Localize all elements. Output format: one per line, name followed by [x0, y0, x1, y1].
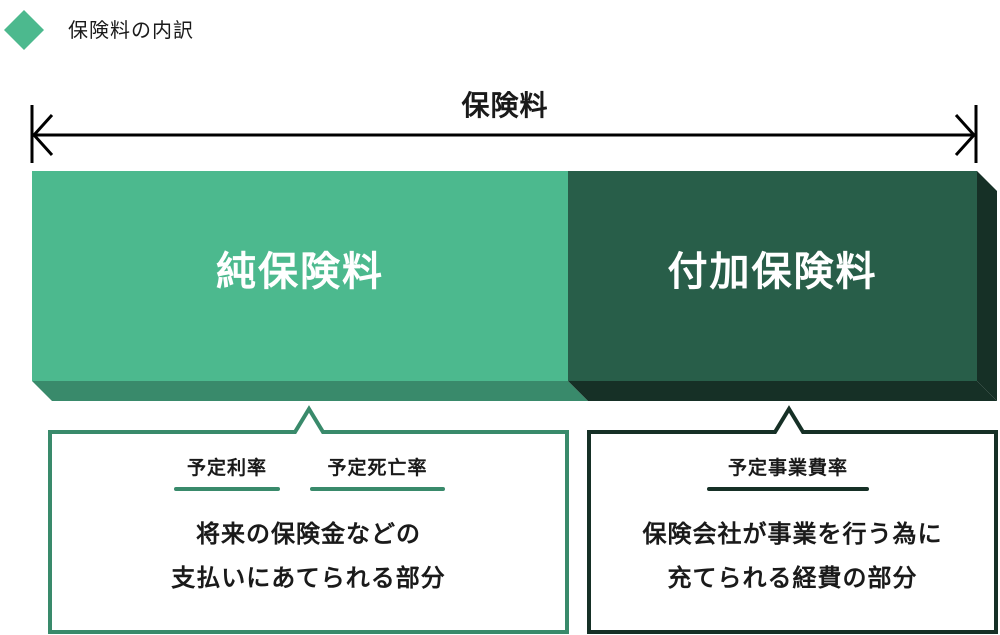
- premium-bar: [32, 171, 997, 401]
- tag-label: 予定利率: [186, 457, 267, 479]
- loading-premium-block: [568, 171, 977, 381]
- tag-label: 予定事業費率: [727, 457, 848, 479]
- left-callout-frame: [48, 405, 569, 634]
- tag-yotei-riritsu: 予定利率: [174, 455, 280, 491]
- right-callout-frame: [587, 405, 998, 634]
- callout-frames: [48, 405, 998, 634]
- pure-premium-block: [32, 171, 568, 381]
- span-label: 保険料: [461, 89, 549, 122]
- double-arrow-icon: [30, 105, 978, 163]
- right-callout: 予定事業費率 保険会社が事業を行う為に 充てられる経費の部分: [589, 432, 996, 632]
- pure-premium-bevel: [32, 381, 588, 401]
- diamond-icon: [4, 10, 44, 50]
- left-callout: 予定利率 予定死亡率 将来の保険金などの 支払いにあてられる部分: [50, 432, 567, 632]
- desc-line: 保険会社が事業を行う為に: [642, 520, 943, 548]
- tag-label: 予定死亡率: [327, 457, 428, 479]
- loading-premium-label: 付加保険料: [667, 249, 878, 295]
- tag-yotei-jigyohiritsu: 予定事業費率: [707, 455, 869, 491]
- left-callout-description: 将来の保険金などの 支払いにあてられる部分: [50, 512, 567, 600]
- desc-line: 将来の保険金などの: [196, 520, 421, 548]
- desc-line: 支払いにあてられる部分: [171, 564, 446, 592]
- tag-underline: [174, 487, 280, 491]
- right-callout-description: 保険会社が事業を行う為に 充てられる経費の部分: [589, 512, 996, 600]
- tag-underline: [707, 487, 869, 491]
- pure-premium-label: 純保険料: [216, 249, 384, 295]
- diagram-heading: 保険料の内訳: [68, 18, 194, 42]
- tag-underline: [310, 487, 445, 491]
- loading-premium-bevel: [568, 381, 997, 401]
- tag-yotei-shiboritsu: 予定死亡率: [310, 455, 445, 491]
- desc-line: 充てられる経費の部分: [667, 564, 918, 592]
